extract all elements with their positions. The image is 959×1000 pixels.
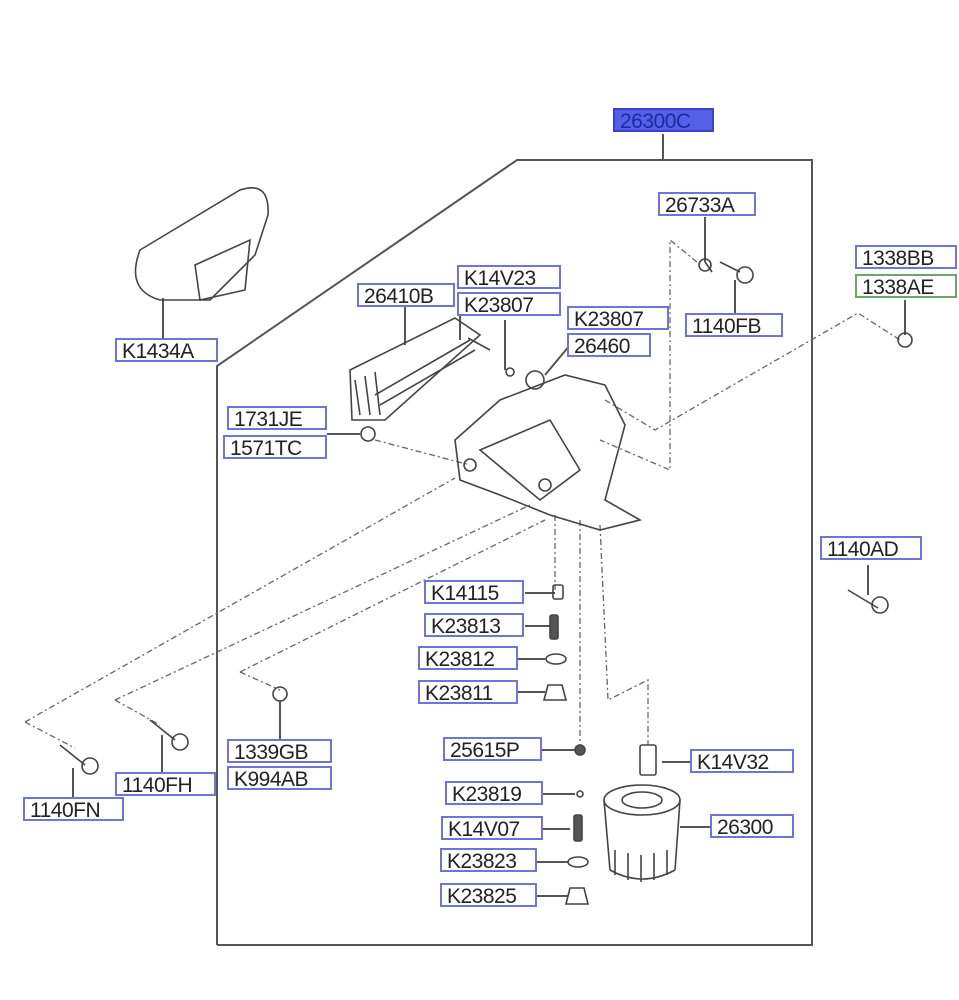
part-label-k1434a[interactable]: K1434A xyxy=(115,338,218,363)
part-label-k23807-2[interactable]: K23807 xyxy=(567,306,669,331)
part-label-k14v32[interactable]: K14V32 xyxy=(690,749,794,774)
part-label-k23819[interactable]: K23819 xyxy=(445,781,543,806)
oil-pump-body-part xyxy=(454,374,643,531)
part-label-1140ad[interactable]: 1140AD xyxy=(820,536,922,561)
part-label-k14115[interactable]: K14115 xyxy=(424,580,524,605)
part-label-k23825[interactable]: K23825 xyxy=(440,883,537,908)
oil-cooler-part xyxy=(349,317,482,421)
oil-filter-part xyxy=(603,784,681,882)
part-label-25615p[interactable]: 25615P xyxy=(443,737,542,762)
part-label-26410b[interactable]: 26410B xyxy=(357,283,455,308)
part-label-26460[interactable]: 26460 xyxy=(567,333,651,358)
part-label-1338bb[interactable]: 1338BB xyxy=(855,245,957,270)
part-label-1140fh[interactable]: 1140FH xyxy=(115,772,216,797)
part-label-1731je[interactable]: 1731JE xyxy=(227,406,327,431)
part-label-26300c[interactable]: 26300C xyxy=(613,108,714,133)
part-label-1338ae[interactable]: 1338AE xyxy=(855,274,957,299)
part-label-1140fb[interactable]: 1140FB xyxy=(685,313,783,338)
part-label-1571tc[interactable]: 1571TC xyxy=(223,435,327,460)
part-label-k23807[interactable]: K23807 xyxy=(457,292,561,317)
part-label-k994ab[interactable]: K994AB xyxy=(227,766,332,791)
part-label-k14v07[interactable]: K14V07 xyxy=(441,816,543,841)
assembly-frame xyxy=(216,159,813,946)
part-label-k23812[interactable]: K23812 xyxy=(418,646,518,671)
part-label-k23811[interactable]: K23811 xyxy=(418,680,518,705)
part-label-k23813[interactable]: K23813 xyxy=(424,613,524,638)
part-label-1140fn[interactable]: 1140FN xyxy=(23,797,124,822)
part-label-k23823[interactable]: K23823 xyxy=(440,848,537,873)
gasket-part xyxy=(134,187,269,301)
part-label-1339gb[interactable]: 1339GB xyxy=(227,739,332,764)
part-label-k14v23[interactable]: K14V23 xyxy=(457,265,561,290)
part-label-26733a[interactable]: 26733A xyxy=(658,192,756,217)
part-label-26300[interactable]: 26300 xyxy=(710,814,794,839)
